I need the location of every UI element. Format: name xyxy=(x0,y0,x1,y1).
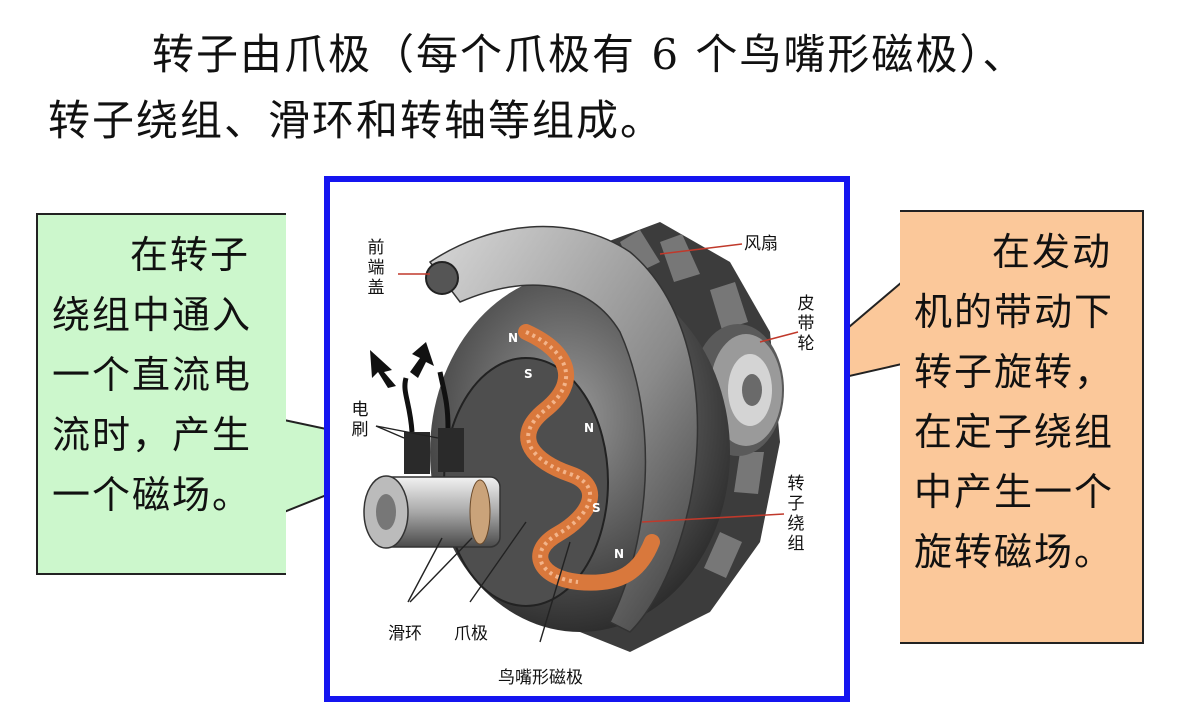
label-front-cover: 前端盖 xyxy=(367,238,385,298)
label-pulley: 皮带轮 xyxy=(797,294,815,354)
right-callout-line: 机的带动下 xyxy=(914,290,1115,334)
intro-line-1: 转子由爪极（每个爪极有 6 个鸟嘴形磁极）、 xyxy=(152,30,1027,79)
left-callout-line: 一个直流电 xyxy=(52,353,253,397)
pole-label: N xyxy=(508,331,518,345)
right-callout: 在发动 机的带动下 转子旋转， 在定子绕组 中产生一个 旋转磁场。 xyxy=(900,210,1144,644)
label-fan: 风扇 xyxy=(744,234,778,254)
alternator-illustration: N S N S N xyxy=(363,222,799,652)
right-callout-line: 在定子绕组 xyxy=(914,410,1115,454)
left-callout-line: 绕组中通入 xyxy=(52,293,253,337)
label-beak-pole: 鸟嘴形磁极 xyxy=(498,668,583,688)
pole-label: N xyxy=(614,547,624,561)
alternator-figure: N S N S N 前端盖 风扇 皮带轮 电刷 转子绕组 滑环 爪极 鸟嘴形磁极 xyxy=(324,176,850,702)
label-brush: 电刷 xyxy=(351,400,369,440)
brushes xyxy=(402,371,464,474)
left-callout-line: 流时，产生 xyxy=(52,413,253,457)
rotor-winding xyxy=(518,324,660,591)
front-cover-hole xyxy=(425,261,459,295)
pole-label: S xyxy=(524,367,533,381)
leader-lines xyxy=(398,243,799,523)
right-callout-line: 旋转磁场。 xyxy=(914,530,1115,574)
right-callout-line: 中产生一个 xyxy=(914,470,1115,514)
pole-label: N xyxy=(584,421,594,435)
arrow-down-icon xyxy=(370,350,396,388)
arrow-up-icon xyxy=(410,342,434,378)
front-cover xyxy=(428,225,699,633)
intro-line-2: 转子绕组、滑环和转轴等组成。 xyxy=(48,96,665,145)
left-callout: 在转子 绕组中通入 一个直流电 流时，产生 一个磁场。 xyxy=(36,213,286,575)
label-rotor-winding: 转子绕组 xyxy=(787,474,805,554)
right-callout-line: 在发动 xyxy=(992,230,1113,274)
left-callout-line: 在转子 xyxy=(130,233,251,277)
left-callout-line: 一个磁场。 xyxy=(52,473,253,517)
label-claw-pole: 爪极 xyxy=(454,624,488,644)
pole-label: S xyxy=(592,501,601,515)
shaft xyxy=(363,475,501,549)
right-callout-line: 转子旋转， xyxy=(914,350,1115,394)
label-slip-ring: 滑环 xyxy=(388,624,422,644)
intro-text: 转子由爪极（每个爪极有 6 个鸟嘴形磁极）、 转子绕组、滑环和转轴等组成。 xyxy=(48,22,1168,154)
